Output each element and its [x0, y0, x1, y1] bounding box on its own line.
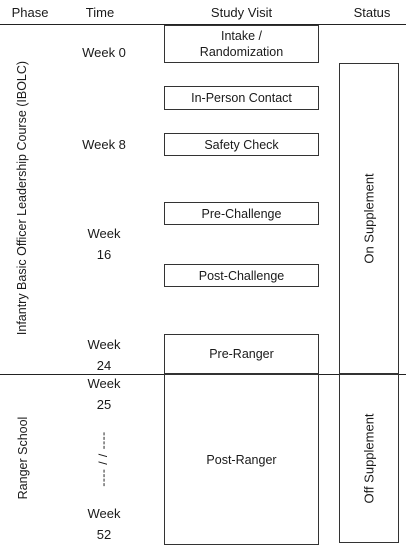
header-status: Status	[353, 5, 391, 20]
visit-post-ranger: Post-Ranger	[164, 374, 319, 545]
time-week-24: Week 24	[74, 334, 134, 376]
header-divider	[0, 24, 406, 25]
visit-intake-line2: Randomization	[199, 45, 284, 59]
time-week-52-label: Week	[87, 506, 121, 521]
status-off-supplement-label: Off Supplement	[361, 413, 377, 504]
visit-pre-ranger: Pre-Ranger	[164, 334, 319, 374]
time-week-25-label: Week	[87, 376, 121, 391]
time-week-25: Week 25	[74, 373, 134, 415]
visit-pre-challenge: Pre-Challenge	[164, 202, 319, 225]
visit-intake-line1: Intake /	[221, 29, 262, 43]
time-week-52: Week 52	[74, 503, 134, 545]
visit-post-challenge: Post-Challenge	[164, 264, 319, 287]
time-week-52-number: 52	[96, 527, 112, 542]
header-phase: Phase	[11, 5, 49, 20]
header-time: Time	[85, 5, 115, 20]
status-on-supplement-label: On Supplement	[361, 173, 377, 264]
time-week-8: Week 8	[82, 137, 126, 152]
time-week-0: Week 0	[82, 45, 126, 60]
visit-safety-check: Safety Check	[164, 133, 319, 156]
time-week-16-number: 16	[96, 247, 112, 262]
time-week-24-label: Week	[87, 337, 121, 352]
time-ellipsis: ---- / / ----	[96, 431, 110, 487]
time-week-16-label: Week	[87, 226, 121, 241]
visit-in-person-contact: In-Person Contact	[164, 86, 319, 110]
phase-ranger-label: Ranger School	[16, 416, 30, 500]
status-on-supplement-box	[339, 63, 399, 374]
time-week-16: Week 16	[74, 223, 134, 265]
phase-ibolc-label: Infantry Basic Officer Leadership Course…	[15, 60, 29, 336]
time-week-24-number: 24	[96, 358, 112, 373]
time-week-25-number: 25	[96, 397, 112, 412]
status-off-supplement-box	[339, 374, 399, 543]
header-study-visit: Study Visit	[210, 5, 273, 20]
visit-intake-randomization: Intake / Randomization	[164, 25, 319, 63]
